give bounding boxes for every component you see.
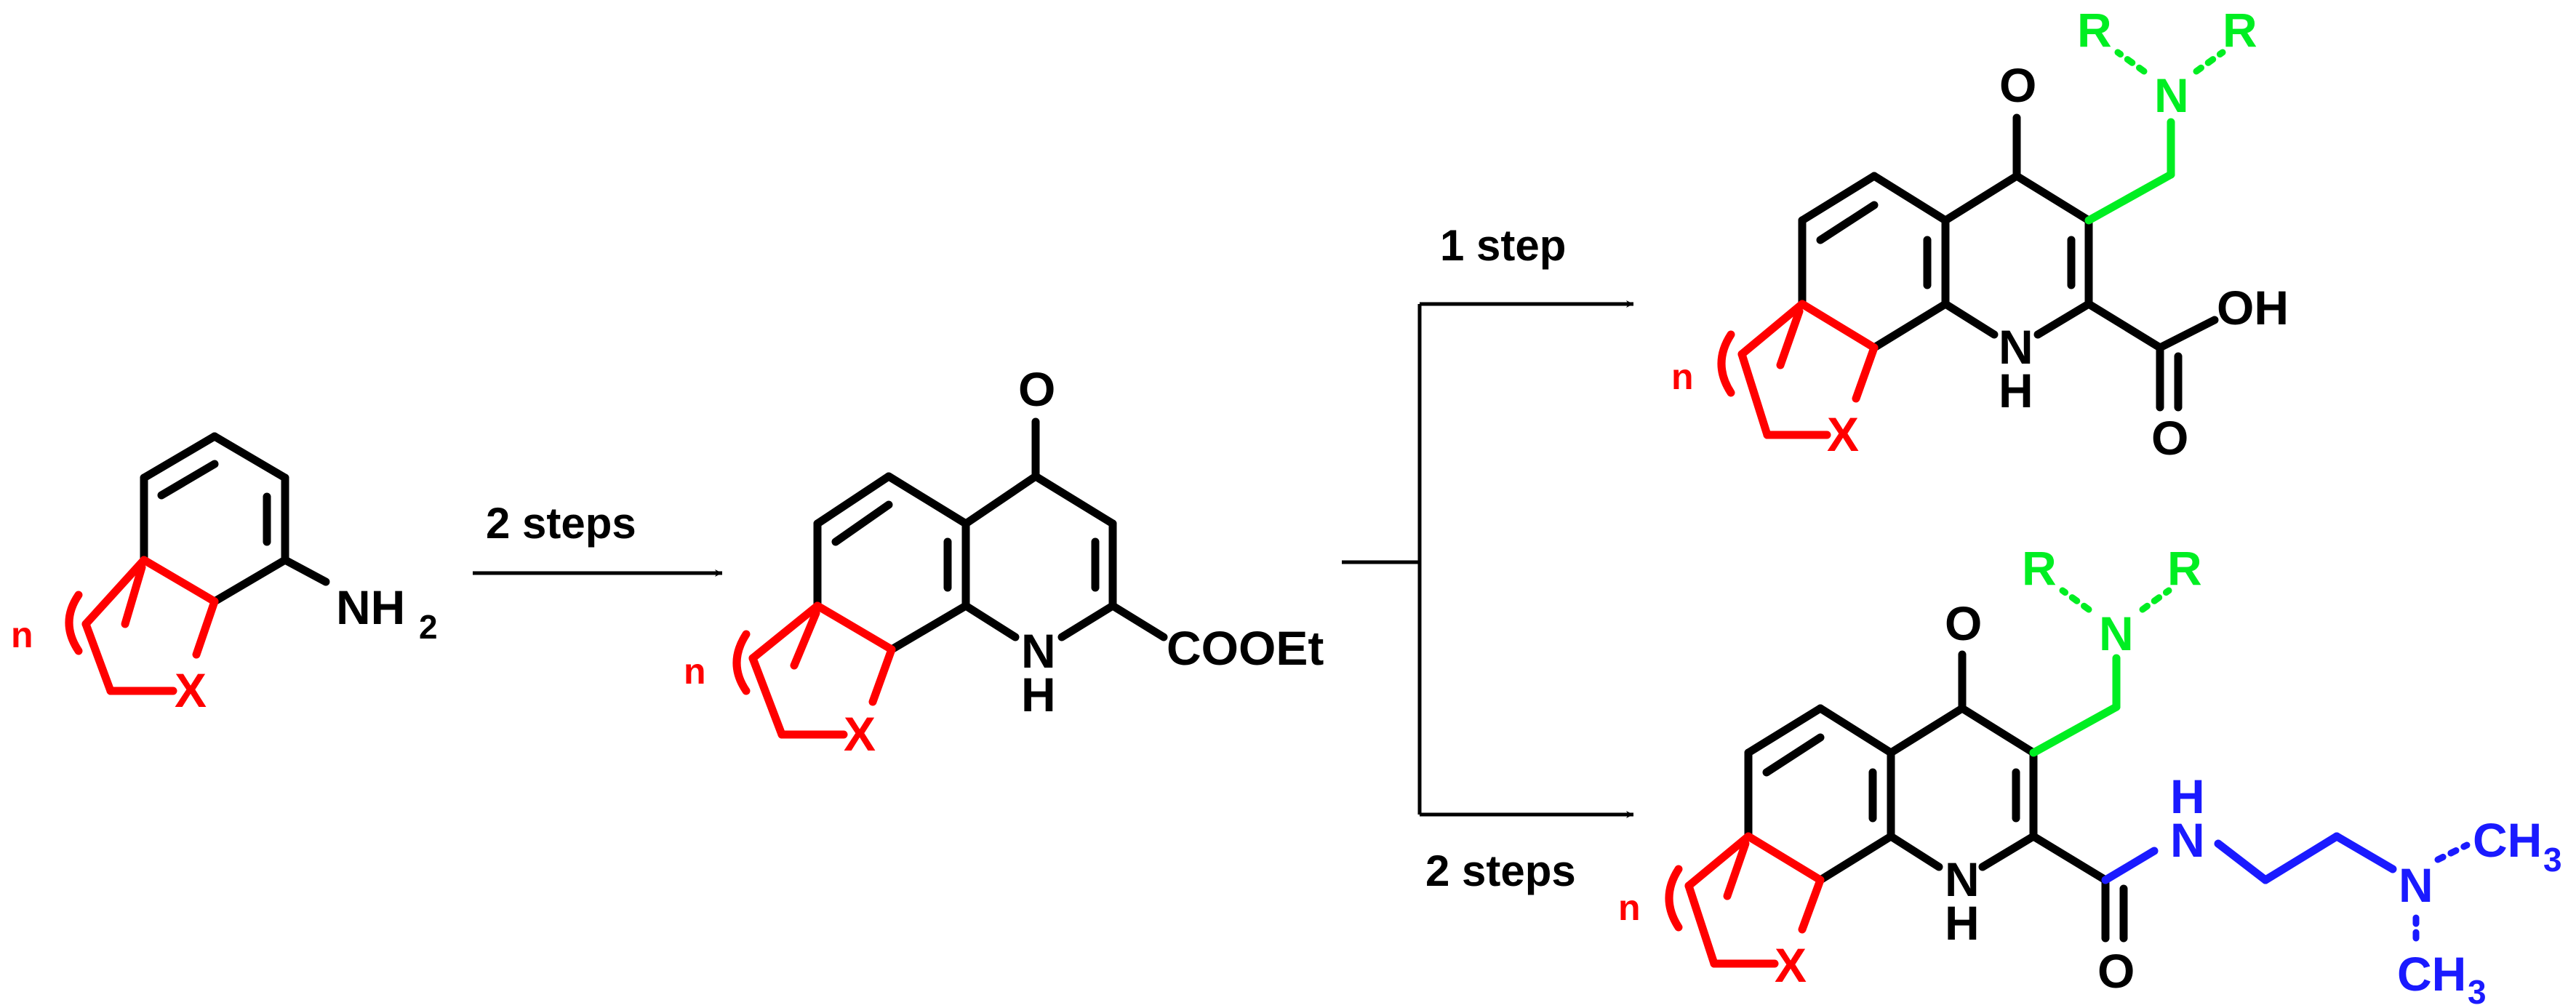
nh-n: N <box>1021 624 1056 678</box>
n-label: n <box>1618 887 1641 928</box>
amine-n: N <box>2154 68 2189 122</box>
nh-h: H <box>1945 896 1980 950</box>
nh-h: H <box>1021 668 1056 721</box>
ch3-top: CH <box>2473 813 2542 867</box>
reaction-arrow-1: 2 steps <box>473 499 722 577</box>
nh-h: H <box>1999 364 2033 417</box>
ketone-o: O <box>1999 58 2036 112</box>
oh-label: OH <box>2217 281 2289 335</box>
n-label: n <box>1671 356 1694 397</box>
ester-label: COOEt <box>1167 621 1324 675</box>
branch-arrows: 1 step 2 steps <box>1342 221 1633 895</box>
ch3-bottom: CH <box>2397 947 2466 1001</box>
x-heteroatom: X <box>844 707 876 761</box>
n-label: n <box>684 651 706 692</box>
ketone-o: O <box>1945 596 1982 650</box>
starting-material: NH 2 X n <box>11 432 438 717</box>
ch3-bottom-subscript: 3 <box>2468 973 2487 1008</box>
amide-h: H <box>2170 769 2205 823</box>
step-label-bottom: 2 steps <box>1425 847 1576 895</box>
x-heteroatom: X <box>175 663 207 717</box>
x-heteroatom: X <box>1827 407 1859 461</box>
ch3-top-subscript: 3 <box>2543 841 2562 879</box>
r-left: R <box>2022 541 2057 595</box>
product-acid: O N H OH O X n N R R <box>1671 3 2289 465</box>
carbonyl-o: O <box>2097 944 2135 998</box>
nh2-label: NH <box>336 580 405 634</box>
product-amide: O N H O X n N R R H N N CH 3 CH 3 <box>1618 541 2562 1008</box>
amide-n: N <box>2170 813 2205 867</box>
fused-ring-fragment <box>65 556 219 695</box>
nh2-subscript: 2 <box>419 608 438 646</box>
fused-ring-fragment <box>1665 832 1825 968</box>
fused-ring-fragment <box>1717 300 1879 439</box>
nh-n: N <box>1945 852 1980 906</box>
amine-n: N <box>2099 607 2134 660</box>
r-right: R <box>2167 541 2202 595</box>
n-label: n <box>11 615 33 655</box>
carbonyl-o: O <box>2151 411 2188 465</box>
dimethylamine-n: N <box>2399 858 2433 912</box>
step-label-top: 1 step <box>1440 221 1566 270</box>
nh-n: N <box>1999 320 2033 374</box>
ketone-o: O <box>1018 362 1055 416</box>
fused-ring-fragment <box>732 601 896 739</box>
intermediate-ester: O N H COOEt X n <box>684 362 1324 761</box>
x-heteroatom: X <box>1775 938 1807 992</box>
step-label-1: 2 steps <box>486 499 636 548</box>
r-right: R <box>2223 3 2257 57</box>
r-left: R <box>2077 3 2112 57</box>
